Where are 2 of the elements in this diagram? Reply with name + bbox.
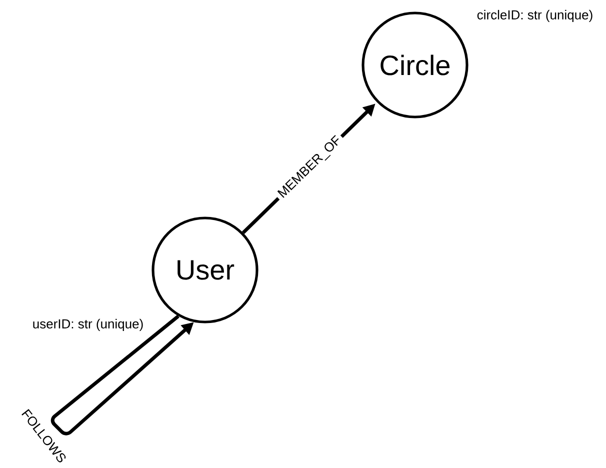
property-label: circleID: str (unique) bbox=[477, 10, 592, 22]
property-label: userID: str (unique) bbox=[33, 318, 143, 332]
